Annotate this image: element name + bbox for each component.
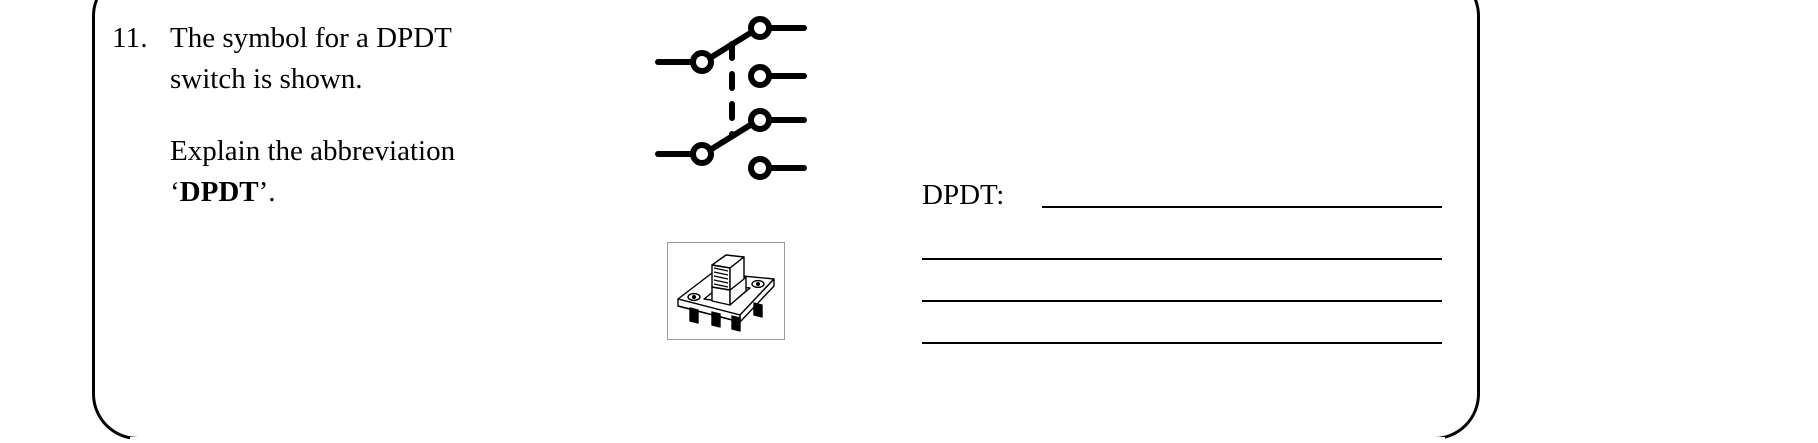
question-paragraph-gap [170,100,570,131]
answer-label-dpdt: DPDT: [922,179,1005,211]
open-quote: ‘ [170,176,180,208]
answer-line-spacer [922,302,1442,342]
answer-write-line-2[interactable] [922,258,1442,260]
question-number: 11. [112,22,148,54]
frame-bottom-mask [130,437,1445,443]
question-line-3: Explain the abbreviation [170,135,456,167]
answer-first-row: DPDT: [922,176,1442,218]
abbreviation-dpdt: DPDT [179,176,259,208]
answer-write-line-1[interactable] [1042,206,1442,208]
question-body: The symbol for a DPDT switch is shown. E… [170,18,570,213]
answer-write-line-4[interactable] [922,342,1442,344]
question-line-1: The symbol for a DPDT [170,22,452,54]
answer-area: DPDT: [922,176,1442,344]
answer-line-spacer [922,260,1442,300]
answer-line-spacer [922,218,1442,258]
dpdt-switch-symbol-icon [646,14,811,194]
question-line-2: switch is shown. [170,63,363,95]
answer-write-line-3[interactable] [922,300,1442,302]
rocker-switch-photo [667,242,785,340]
close-quote: ’. [258,176,276,208]
question-line-4: ‘DPDT’. [170,172,570,213]
